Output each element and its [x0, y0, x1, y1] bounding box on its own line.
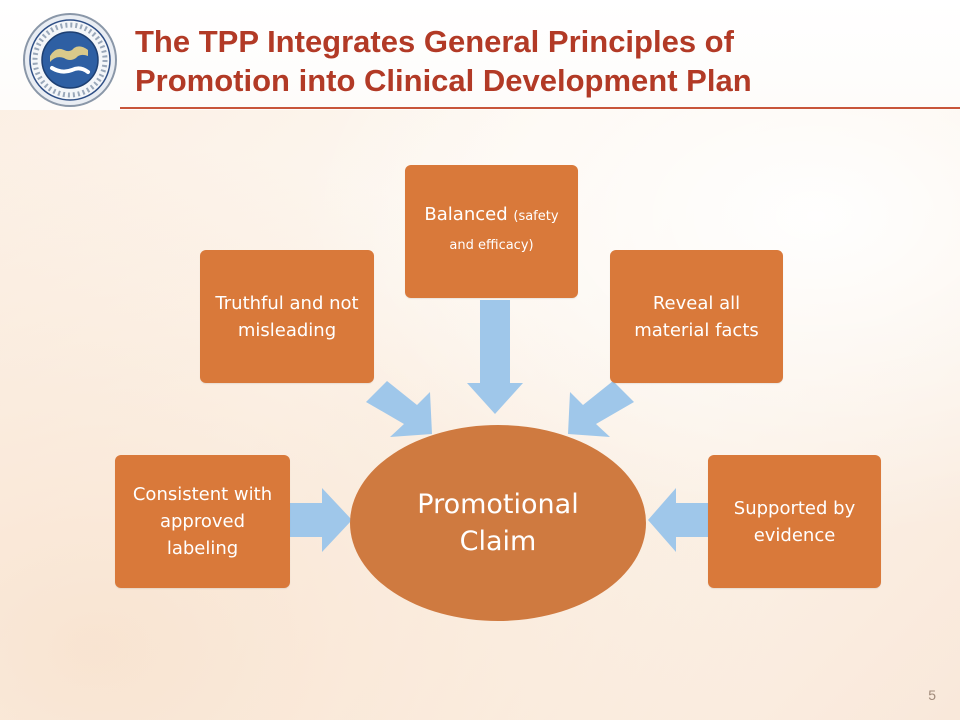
association-seal-logo: [22, 12, 118, 108]
node-balanced-note: (safety and efficacy): [449, 208, 559, 253]
page-number: 5: [928, 687, 936, 703]
title-line-2: Promotion into Clinical Development Plan: [135, 63, 752, 98]
slide-title: The TPP Integrates General Principles of…: [135, 22, 935, 100]
node-reveal-label: Reveal all material facts: [634, 292, 759, 341]
node-truthful: Truthful and not misleading: [200, 250, 374, 383]
node-reveal: Reveal all material facts: [610, 250, 783, 383]
node-supported-label: Supported by evidence: [733, 497, 856, 546]
center-promotional-claim: Promotional Claim: [350, 425, 646, 621]
arrow-balanced-icon: [467, 300, 523, 414]
slide-header: [0, 0, 960, 110]
node-truthful-label: Truthful and not misleading: [215, 292, 359, 341]
node-supported: Supported by evidence: [708, 455, 881, 588]
node-consistent-label: Consistent with approved labeling: [132, 484, 273, 559]
header-divider: [120, 107, 960, 109]
arrow-reveal-icon: [568, 381, 634, 437]
node-balanced-label: Balanced: [424, 203, 508, 225]
node-balanced-text: Balanced (safety and efficacy): [417, 201, 566, 259]
title-line-1: The TPP Integrates General Principles of: [135, 24, 734, 59]
arrow-truthful-icon: [366, 381, 432, 437]
node-balanced: Balanced (safety and efficacy): [405, 165, 578, 298]
center-label: Promotional Claim: [417, 489, 579, 557]
node-consistent: Consistent with approved labeling: [115, 455, 290, 588]
arrow-supported-icon: [648, 488, 708, 552]
arrow-consistent-icon: [290, 488, 352, 552]
